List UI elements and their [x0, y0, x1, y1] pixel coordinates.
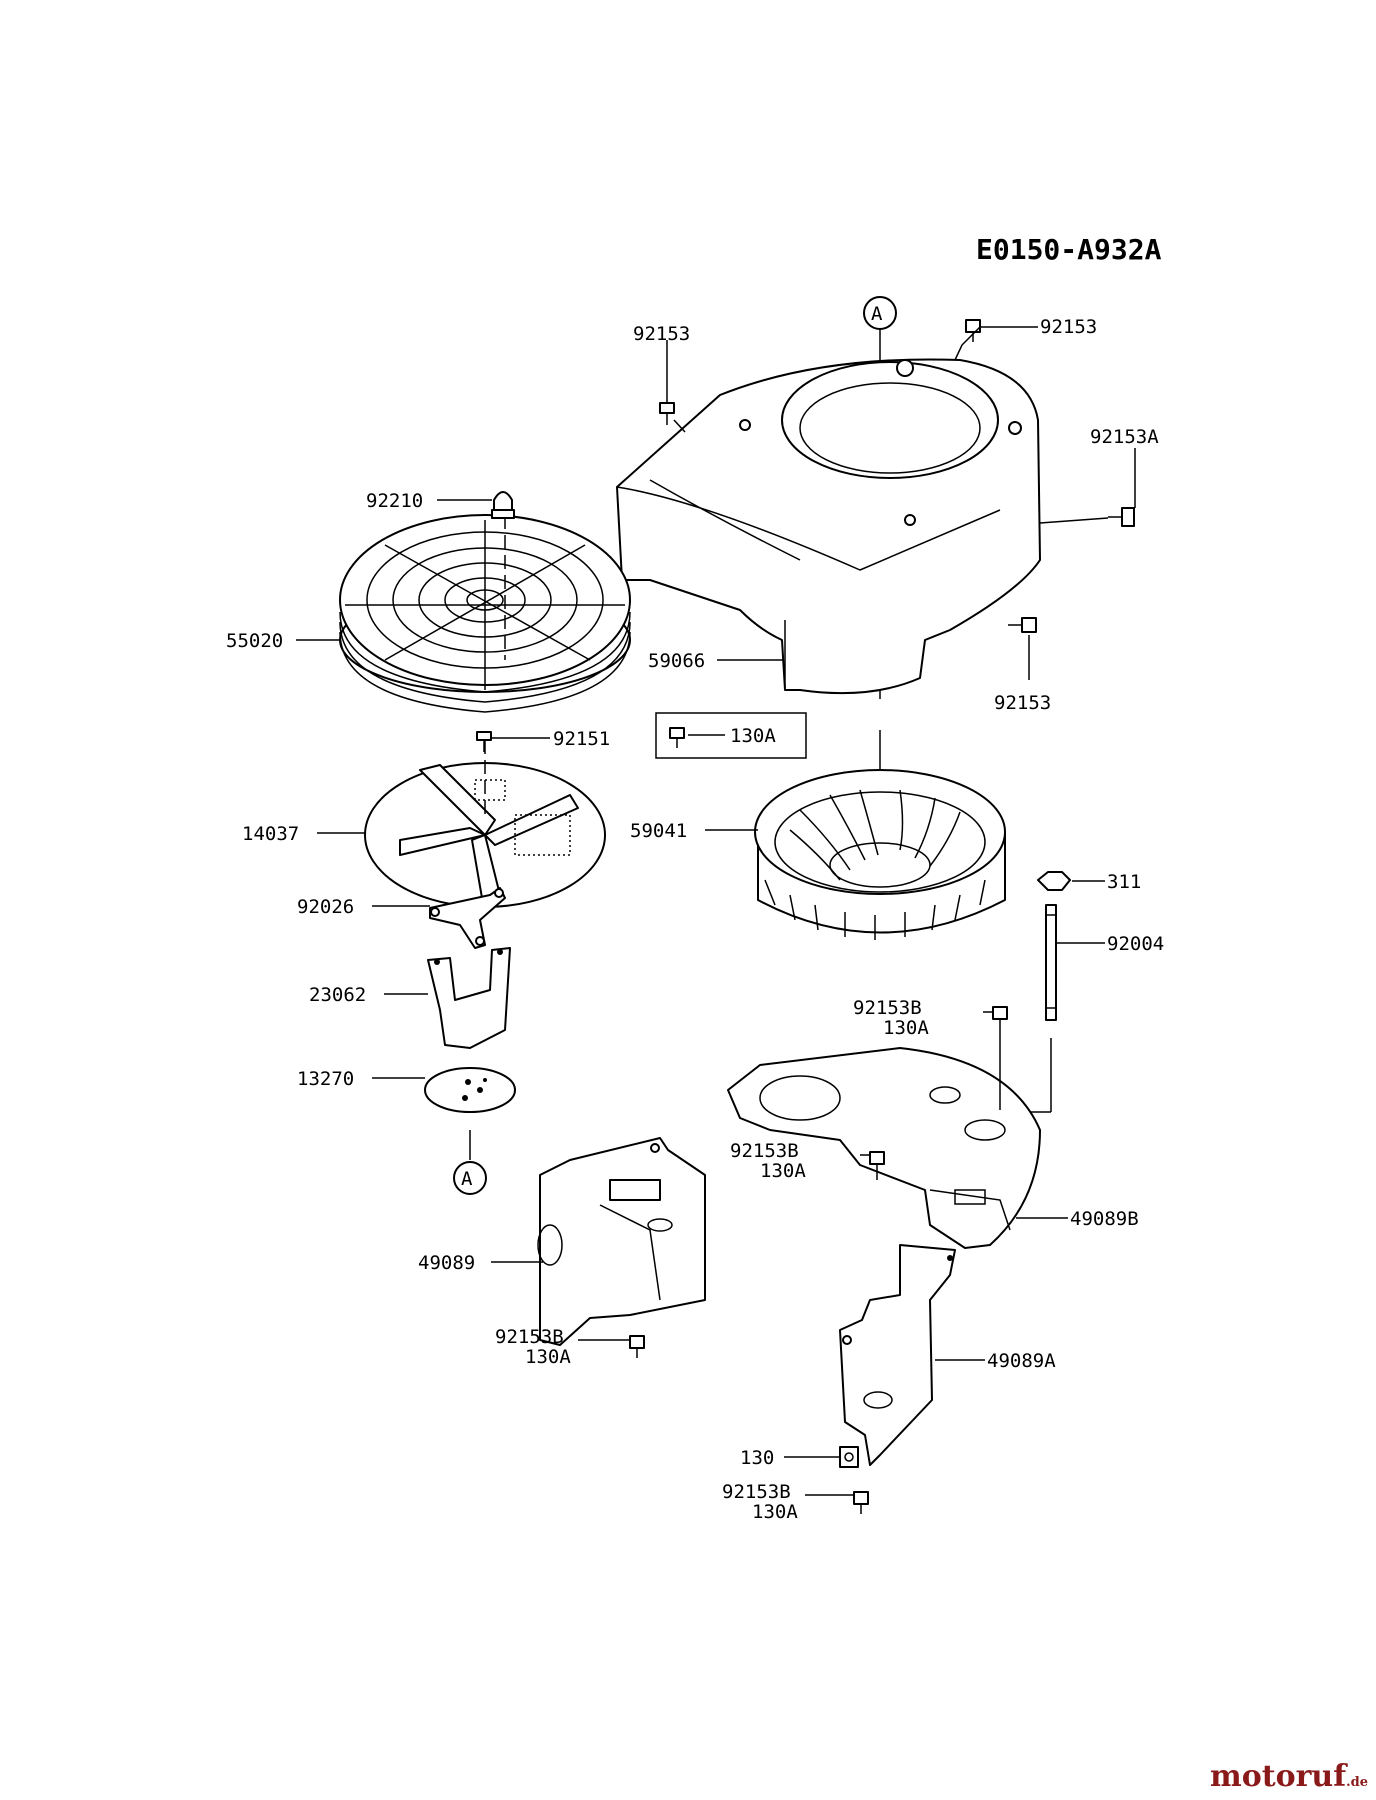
callout-311: 311 [1107, 871, 1141, 893]
callout-92153b-group2: 92153B [730, 1140, 799, 1162]
diagram-reference-code: E0150-A932A [976, 233, 1162, 266]
callout-49089: 49089 [418, 1252, 475, 1274]
bolt-group-3 [629, 1335, 645, 1358]
callout-59041: 59041 [630, 820, 687, 842]
callout-130a-box: 130A [730, 725, 776, 747]
callout-130a-group2: 130A [760, 1160, 806, 1182]
callout-49089b: 49089B [1070, 1208, 1139, 1230]
flywheel-fan [754, 769, 1006, 940]
baffle-49089 [537, 1137, 706, 1346]
callout-92004: 92004 [1107, 933, 1164, 955]
callout-130a-group3: 130A [525, 1346, 571, 1368]
callout-92153-housing-lower: 92153 [994, 692, 1051, 714]
callout-130a-group4: 130A [752, 1501, 798, 1523]
section-a-top-marker: A [863, 296, 897, 330]
brand-name: motoruf [1209, 1759, 1347, 1794]
callout-49089a: 49089A [987, 1350, 1056, 1372]
cap-nut [491, 491, 515, 519]
section-a-top-label: A [871, 303, 883, 325]
ref-130a-box: 130A [655, 712, 807, 759]
callout-92151: 92151 [553, 728, 610, 750]
callout-92153b-group3: 92153B [495, 1326, 564, 1348]
callout-92153-top-left: 92153 [633, 323, 690, 345]
callout-130a-group1: 130A [883, 1017, 929, 1039]
bolt-92153-top-left [659, 402, 675, 425]
section-a-bottom-label: A [461, 1168, 473, 1190]
callout-92026: 92026 [297, 896, 354, 918]
baffle-49089b [727, 1047, 1041, 1249]
section-a-bottom-marker: A [453, 1161, 487, 1195]
callout-23062: 23062 [309, 984, 366, 1006]
brand-watermark: motoruf.de [1210, 1759, 1368, 1794]
callout-92210: 92210 [366, 490, 423, 512]
nut-311 [1037, 871, 1071, 891]
fan-screen [339, 514, 631, 713]
bracket [427, 947, 511, 1049]
callout-59066: 59066 [648, 650, 705, 672]
callout-92153b-group4: 92153B [722, 1481, 791, 1503]
brand-suffix: .de [1346, 1775, 1368, 1790]
callout-92153a: 92153A [1090, 426, 1159, 448]
screw-92151 [476, 731, 492, 752]
blower-housing [616, 358, 1041, 695]
callout-130: 130 [740, 1447, 774, 1469]
callout-92153b-group1: 92153B [853, 997, 922, 1019]
bolt-130 [839, 1446, 859, 1468]
bolt-group-4 [853, 1491, 869, 1514]
bolt-group-1 [992, 1006, 1008, 1110]
bolt-92153a-right [1108, 507, 1135, 527]
callout-92153-top-right: 92153 [1040, 316, 1097, 338]
baffle-49089a [839, 1244, 956, 1466]
bolt-group-2 [869, 1151, 885, 1180]
fan-cover [364, 762, 606, 908]
plate-13270 [424, 1067, 516, 1113]
bolt-92153-housing-lower [1008, 617, 1037, 633]
stud-92004 [1045, 904, 1057, 1021]
callout-13270: 13270 [297, 1068, 354, 1090]
washer-plate [429, 887, 506, 949]
callout-55020: 55020 [226, 630, 283, 652]
bolt-92153-top-right [965, 319, 981, 342]
callout-14037: 14037 [242, 823, 299, 845]
